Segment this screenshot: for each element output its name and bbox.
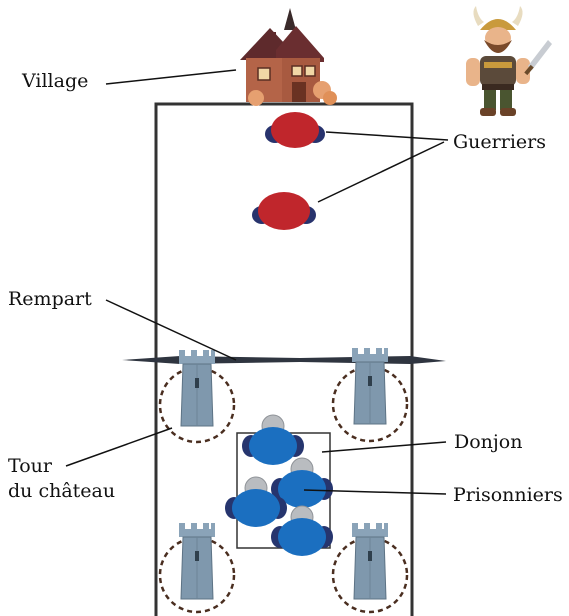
- castle-tower-icon: [352, 523, 388, 600]
- tour-leader-line: [65, 427, 173, 467]
- prisonnier-token: [271, 505, 333, 556]
- prisonnier-token: [242, 414, 304, 465]
- prisonnier-token: [271, 457, 333, 508]
- guerriers-leader-line-1: [325, 131, 449, 141]
- leader-lines: [65, 69, 449, 495]
- label-guerriers: Guerriers: [453, 131, 546, 153]
- label-tour-line1: Tour: [8, 455, 53, 477]
- label-tour-line2: du château: [8, 480, 115, 502]
- guerrier-token: [252, 192, 316, 230]
- guerriers-leader-line-2: [317, 141, 445, 203]
- viking-warrior-icon: [466, 6, 552, 116]
- castle-tower-icon: [352, 348, 388, 425]
- castle-tower-icon: [179, 350, 215, 427]
- castle-field-outline: [154, 102, 414, 616]
- rempart-leader-line: [105, 299, 237, 361]
- rempart-wall: [122, 356, 446, 364]
- prisonniers-leader-line: [303, 489, 447, 495]
- label-rempart: Rempart: [8, 288, 92, 310]
- label-prisonniers: Prisonniers: [453, 484, 563, 506]
- castle-tower-icon: [179, 523, 215, 600]
- donjon-leader-line: [321, 441, 447, 453]
- guerrier-token: [265, 112, 325, 148]
- prisonnier-token: [225, 476, 287, 527]
- label-village: Village: [21, 70, 88, 92]
- label-donjon: Donjon: [454, 431, 522, 453]
- village-house-icon: [240, 8, 337, 106]
- village-leader-line: [105, 69, 237, 85]
